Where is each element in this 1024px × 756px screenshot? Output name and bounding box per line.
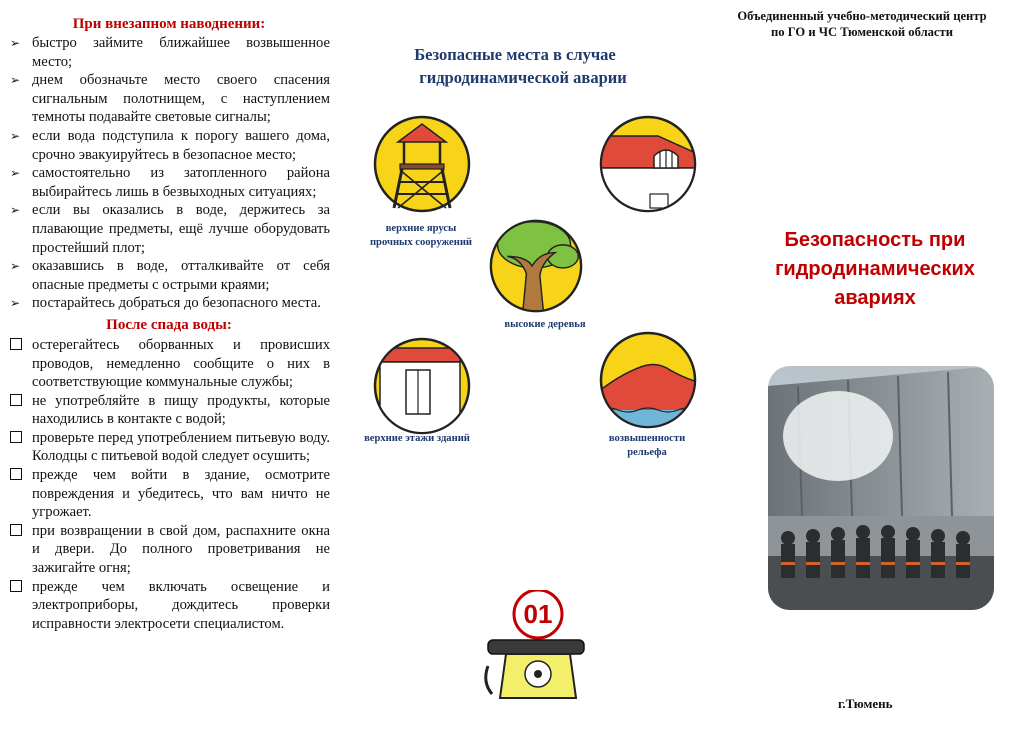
caption-upper-floors: верхние этажи зданий [364,433,470,444]
list-item-text: прежде чем войти в здание, осмотрите пов… [32,467,330,521]
list-item-text: остерегайтесь оборванных и провисших про… [32,336,330,391]
building-roof-icon [599,115,697,213]
list-item-text: оказавшись в воде, отталкивайте от себя … [32,258,330,293]
list-item-text: при возвращении в свой дом, распахните о… [32,522,330,577]
caption-upper-tiers: верхние ярусы прочных сооружений [369,223,473,248]
arrow-bullet-icon: ➢ [10,73,21,88]
list-item: ➢ если вы оказались в воде, держитесь за … [8,201,330,257]
city-name: г.Тюмень [838,696,893,711]
list-item-text: проверьте перед употреблением питьевую в… [32,429,330,465]
checkbox-bullet-icon [10,468,22,481]
checkbox-bullet-icon [10,430,22,443]
flood-instructions-list: ➢ быстро займите ближайшее возвышенное ме… [8,34,330,313]
emergency-phone-number: 01 [523,599,553,629]
flood-heading: При внезапном наводнении: [72,16,266,32]
safe-places-title-line2: гидродинамической аварии [419,68,627,87]
safe-places-title-line1: Безопасные места в случае [414,45,616,64]
list-item: при возвращении в свой дом, распахните о… [8,522,330,578]
dam-rescuers-photo [768,366,994,610]
left-panel: При внезапном наводнении: ➢ быстро займит… [8,0,330,756]
list-item: ➢ самостоятельно из затопленного района в… [8,164,330,201]
list-item: не употребляйте в пищу продукты, которые… [8,392,330,429]
checkbox-bullet-icon [10,579,22,592]
emergency-phone-icon [484,590,585,699]
arrow-bullet-icon: ➢ [10,296,21,311]
list-item: ➢ быстро займите ближайшее возвышенное ме… [8,34,330,71]
list-item: прежде чем включать освещение и электроп… [8,578,330,634]
list-item-text: если вода подступила к порогу вашего дом… [32,127,330,163]
organization-name: Объединенный учебно-методический центр п… [737,9,987,39]
caption-tall-trees: высокие деревья [504,319,586,330]
list-item-text: днем обозначьте место своего спасения си… [32,72,330,126]
right-panel: Объединенный учебно-методический центр п… [700,0,1024,756]
list-item: остерегайтесь оборванных и провисших про… [8,336,330,392]
list-item-text: быстро займите ближайшее возвышенное мес… [32,35,330,70]
list-item-text: постарайтесь добраться до безопасного ме… [32,295,321,312]
building-floors-icon [373,337,471,435]
list-item: прежде чем войти в здание, осмотрите пов… [8,466,330,522]
checkbox-bullet-icon [10,393,22,406]
arrow-bullet-icon: ➢ [10,259,21,274]
after-flood-instructions-list: остерегайтесь оборванных и провисших про… [8,336,330,634]
list-item: ➢ если вода подступила к порогу вашего до… [8,127,330,164]
tree-icon [489,219,583,313]
arrow-bullet-icon: ➢ [10,128,21,143]
list-item-text: самостоятельно из затопленного района вы… [32,165,330,200]
list-item-text: если вы оказались в воде, держитесь за п… [32,202,330,256]
list-item-text: прежде чем включать освещение и электроп… [32,578,330,632]
list-item: ➢ оказавшись в воде, отталкивайте от себя… [8,257,330,294]
caption-elevations: возвышенности рельефа [608,433,686,458]
arrow-bullet-icon: ➢ [10,203,21,218]
hill-icon [599,331,697,429]
arrow-bullet-icon: ➢ [10,166,21,181]
list-item: ➢ днем обозначьте место своего спасения с… [8,71,330,127]
after-heading: После спада воды: [106,316,232,333]
checkbox-bullet-icon [10,523,22,536]
brochure-title: Безопасность при гидродинамических авари… [775,229,975,309]
list-item-text: не употребляйте в пищу продукты, которые… [32,392,330,428]
arrow-bullet-icon: ➢ [10,36,21,50]
list-item: ➢ постарайтесь добраться до безопасного м… [8,294,330,313]
list-item: проверьте перед употреблением питьевую в… [8,429,330,466]
checkbox-bullet-icon [10,337,22,350]
middle-panel: Безопасные места в случае гидродинамичес… [340,0,697,756]
watchtower-icon [373,115,471,213]
